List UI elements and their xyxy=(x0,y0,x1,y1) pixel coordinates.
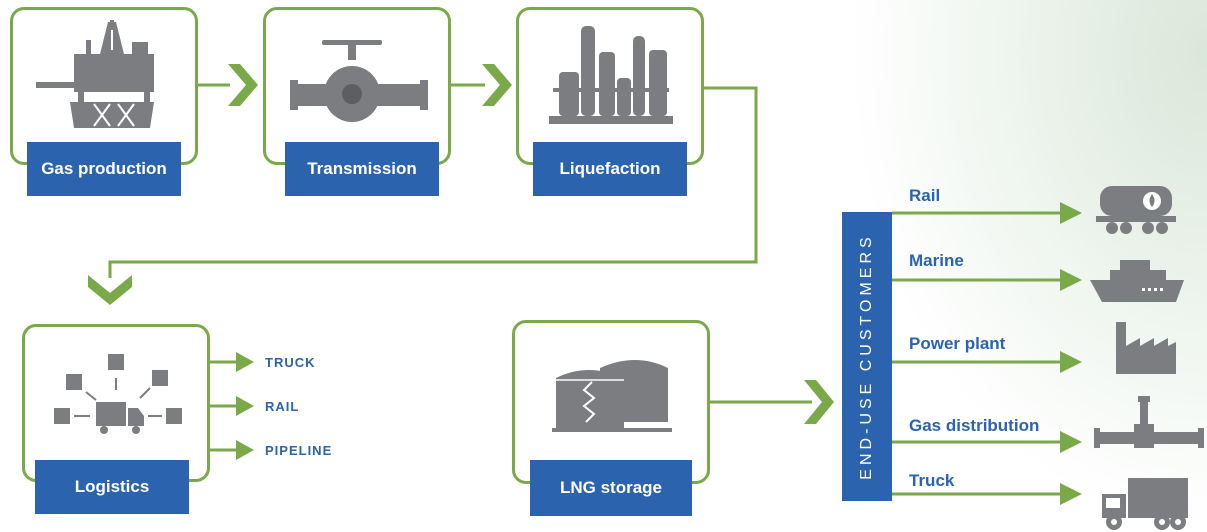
customer-rail: Rail xyxy=(909,186,941,205)
pipe-valve-icon xyxy=(1094,396,1204,448)
customer-truck: Truck xyxy=(909,471,955,490)
arrowhead-icon xyxy=(1060,202,1082,224)
chevron-down-icon xyxy=(88,275,132,305)
lng-storage-label: LNG storage xyxy=(530,460,692,516)
connector-liquefaction-logistics xyxy=(108,86,758,278)
arrowhead-icon xyxy=(236,396,254,416)
arrowhead-icon xyxy=(1060,431,1082,453)
arrowhead-icon xyxy=(236,352,254,372)
chevron-right-icon xyxy=(804,380,834,424)
logistics-mode-pipeline: PIPELINE xyxy=(265,443,333,458)
customer-power-plant: Power plant xyxy=(909,334,1006,353)
end-use-customers-title: END-USE CUSTOMERS xyxy=(858,233,875,480)
logistics-mode-truck: TRUCK xyxy=(265,355,316,370)
liquefaction-stage xyxy=(516,7,704,165)
arrowhead-icon xyxy=(1060,351,1082,373)
logistics-label: Logistics xyxy=(35,460,189,514)
liquefaction-label: Liquefaction xyxy=(533,142,687,196)
pipeline-valve-icon xyxy=(290,40,428,122)
storage-tanks-icon xyxy=(552,360,672,432)
customer-gas-distribution: Gas distribution xyxy=(909,416,1040,435)
tank-car-icon xyxy=(1096,186,1176,234)
transmission-label: Transmission xyxy=(285,142,439,196)
chevron-right-icon xyxy=(482,64,512,106)
chevron-right-icon xyxy=(228,64,258,106)
factory-icon xyxy=(1116,322,1176,374)
truck-icon xyxy=(1102,478,1188,530)
arrowhead-icon xyxy=(1060,483,1082,505)
cruise-ship-icon xyxy=(1090,260,1184,302)
logistics-mode-rail: RAIL xyxy=(265,399,300,414)
offshore-rig-icon xyxy=(36,20,154,128)
arrowhead-icon xyxy=(1060,269,1082,291)
refinery-icon xyxy=(549,26,673,124)
arrowhead-icon xyxy=(236,440,254,460)
gas-production-label: Gas production xyxy=(27,142,181,196)
customer-marine: Marine xyxy=(909,251,964,270)
logistics-network-icon xyxy=(54,354,182,434)
end-use-customers-bar: END-USE CUSTOMERS xyxy=(842,212,892,501)
